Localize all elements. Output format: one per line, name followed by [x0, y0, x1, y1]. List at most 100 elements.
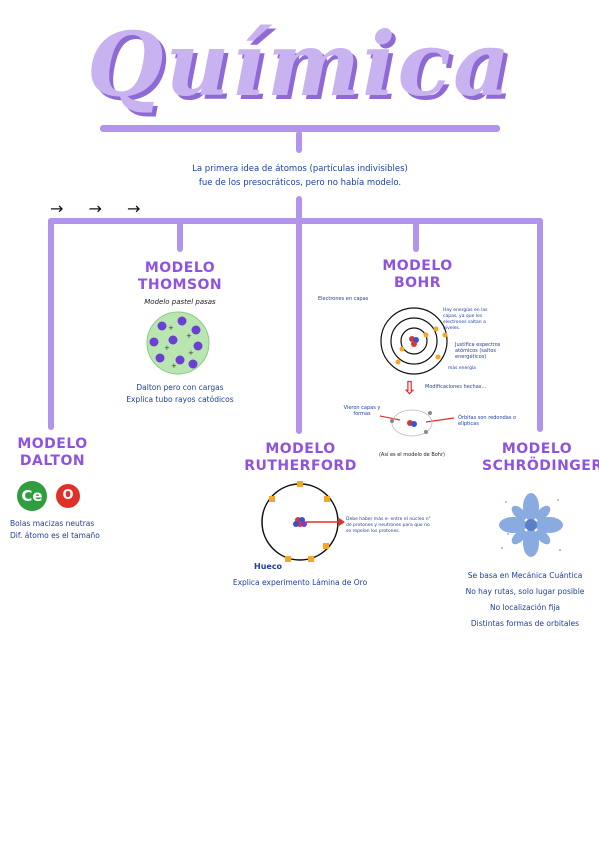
schrodinger-heading: MODELO SCHRÖDINGER: [482, 441, 599, 475]
connector-thomson: [177, 218, 183, 252]
electron-dot: [191, 325, 201, 335]
nucleus-particle: [411, 421, 417, 427]
electron-dot: [424, 430, 428, 434]
thomson-note: Dalton pero con cargas: [136, 383, 224, 392]
electron-dot: [175, 355, 185, 365]
arrow-right-icon: →: [88, 199, 112, 218]
rutherford-heading: MODELO RUTHERFORD: [243, 441, 358, 475]
heading-line: MODELO: [265, 441, 336, 457]
nucleus-particle: [411, 341, 417, 347]
bohr-electrons: [395, 326, 448, 365]
heading-line: MODELO: [144, 260, 216, 276]
bohr-modified-atom-illustration: [379, 409, 455, 437]
arrow-row: → → →: [50, 199, 150, 218]
pointer-line: [425, 417, 455, 423]
electron-dot: [399, 346, 405, 352]
electron-dot: [442, 332, 448, 338]
thomson-note: Explica tubo rayos catódicos: [126, 395, 234, 404]
schrodinger-note: No localización fija: [489, 603, 560, 612]
bohr-orbit-note: Hay energías en las capas, ya que los el…: [443, 308, 488, 331]
arrow-right-icon: →: [127, 199, 151, 218]
rutherford-hueco-label: Hueco: [254, 562, 283, 571]
electron-dot: [390, 419, 394, 423]
bohr-orbit: [390, 317, 438, 365]
plus-sign: +: [171, 362, 177, 370]
connector-bohr: [413, 218, 419, 252]
bohr-modifications: Modificaciones hechas...: [425, 384, 487, 390]
schrodinger-orbital-illustration: [499, 493, 563, 557]
heading-line: MODELO: [17, 436, 88, 452]
electron-dot: [188, 359, 198, 369]
heading-line: SCHRÖDINGER: [482, 458, 599, 474]
heading-line: RUTHERFORD: [244, 458, 357, 474]
orbital-center: [525, 519, 537, 531]
nucleus-particle: [293, 521, 299, 527]
plus-sign: +: [168, 324, 174, 332]
pointer-line: [379, 415, 401, 421]
title-underline: [100, 125, 500, 132]
electron-dot: [433, 326, 439, 332]
dalton-atom-red-icon: O: [56, 484, 80, 508]
bohr-spectra-note: Justifica espectros atómicos (saltos ene…: [455, 342, 501, 360]
thomson-caption: Modelo pastel pasas: [144, 298, 216, 306]
electron-dot: [423, 332, 429, 338]
bohr-nucleus: [409, 336, 419, 347]
thomson-notes: Dalton pero con cargas Explica tubo rayo…: [110, 382, 250, 406]
electron-dot: [428, 411, 432, 415]
electron-dot: [168, 335, 178, 345]
plus-sign: +: [188, 349, 194, 357]
arrow-right-icon: →: [50, 199, 74, 218]
intro-line-2: fue de los presocráticos, pero no había …: [198, 178, 402, 188]
dalton-note: Dif. átomo es el tamaño: [10, 531, 100, 540]
electron-dot: [323, 543, 329, 549]
bohr-right-note: Órbitas son redondas o elípticas: [458, 415, 517, 427]
dalton-notes: Bolas macizas neutras Dif. átomo es el t…: [10, 518, 120, 542]
rutherford-electrons: [269, 481, 330, 562]
bohr-orbit: [380, 307, 448, 375]
bohr-down-arrow-icon: ⇩: [402, 378, 418, 399]
thomson-atom-illustration: + + + + +: [146, 311, 210, 375]
bohr-left-note: Vieron capas y formas: [343, 405, 381, 417]
bohr-atom-illustration: [380, 307, 448, 375]
dalton-symbol-left: Ce: [21, 487, 43, 505]
rutherford-pointer-arrow: [306, 518, 345, 526]
electron-dot: [435, 354, 441, 360]
electron-dot: [177, 316, 187, 326]
bohr-energy-label: más energía: [448, 366, 476, 371]
connector-dalton: [48, 218, 54, 430]
electron-dot: [269, 496, 275, 502]
schrodinger-notes: Se basa en Mecánica Cuántica No hay ruta…: [455, 568, 595, 632]
probability-dots: [501, 499, 561, 551]
schrodinger-note: Se basa en Mecánica Cuántica: [467, 571, 583, 580]
electron-dot: [285, 556, 291, 562]
heading-line: DALTON: [19, 453, 86, 469]
tree-horizontal-connector: [48, 218, 543, 224]
page-title: Química: [86, 12, 513, 116]
electron-dot: [308, 556, 314, 562]
intro-text: La primera idea de átomos (partículas in…: [140, 162, 460, 190]
orbital-cloud: [499, 493, 563, 557]
electron-dot: [149, 337, 159, 347]
electron-dot: [324, 496, 330, 502]
plus-sign: +: [164, 344, 170, 352]
dalton-atom-green-icon: Ce: [17, 481, 47, 511]
bohr-caption: Electrones en capas: [318, 296, 369, 302]
title-stem: [296, 131, 302, 153]
heading-line: THOMSON: [137, 277, 223, 293]
electron-dot: [297, 481, 303, 487]
bohr-heading: MODELO BOHR: [375, 258, 460, 292]
bohr-orbit: [400, 327, 428, 355]
heading-line: MODELO: [501, 441, 573, 457]
tree-stem-center: [296, 196, 302, 434]
thomson-heading: MODELO THOMSON: [135, 260, 225, 294]
heading-line: MODELO: [382, 258, 453, 274]
heading-line: BOHR: [393, 275, 442, 291]
rutherford-note: Explica experimento Lámina de Oro: [232, 578, 368, 587]
electron-dot: [157, 321, 167, 331]
dalton-symbol-right: O: [62, 488, 74, 503]
bohr-bottom-note: (Así es el modelo de Bohr): [378, 452, 445, 458]
thomson-electrons: [149, 316, 203, 369]
rutherford-atom-illustration: [261, 481, 339, 562]
thomson-positive-charges: + + + + +: [164, 324, 194, 370]
schrodinger-note: Distintas formas de orbitales: [470, 619, 580, 628]
